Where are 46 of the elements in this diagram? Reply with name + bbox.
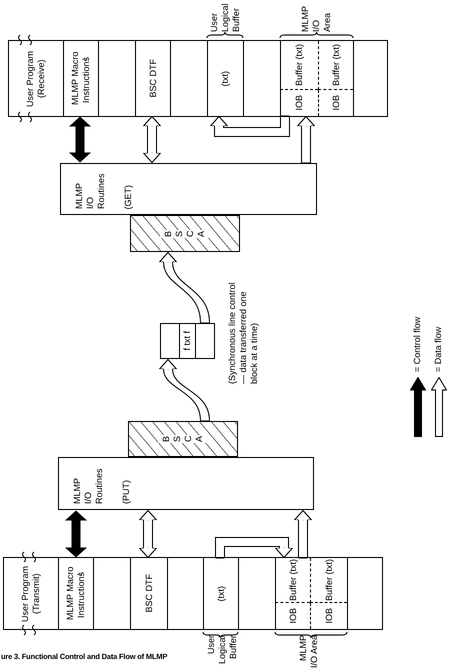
annotation-text: User Logical Buffer (209, 2, 242, 32)
data-flow-arrow (210, 116, 290, 137)
data-flow-arrow (297, 116, 315, 164)
cell-label: Buffer (txt) (294, 44, 305, 86)
annotation-text: MLMP I/O Area (298, 635, 320, 670)
cell-label: Buffer (txt) (330, 44, 342, 86)
cell-label: IOB (324, 608, 334, 624)
cell-label: Buffer (txt) (288, 559, 298, 601)
control-flow-arrow (69, 116, 91, 162)
cell-label: IOB (288, 608, 298, 624)
annotation-text: User Logical Buffer (206, 635, 239, 666)
control-flow-arrow (65, 510, 87, 558)
memory-cell (318, 41, 353, 90)
routine-label: (PUT) (121, 480, 132, 504)
routine-label: (GET) (123, 184, 134, 209)
annotation-text: MLMP I/O Area (300, 5, 333, 32)
cell-label: Buffer (txt) (324, 559, 334, 601)
data-flow-arrow (159, 252, 210, 324)
routine-label: MLMP I/O Routines (72, 467, 105, 504)
routine-label: MLMP I/O Routines (74, 172, 107, 209)
memory-cell (310, 558, 347, 603)
legend-label: = Data flow (433, 326, 444, 372)
cell-label: (txt) (220, 70, 231, 86)
cell-label: IOB (330, 95, 342, 111)
cell-label: IOB (294, 95, 305, 111)
memory-cell (275, 558, 310, 603)
annotation-text: (Synchronous line control — data transferred one block at a time) (227, 281, 260, 384)
data-block (160, 323, 215, 359)
block-label: f txt f (182, 331, 193, 351)
memory-strip (3, 557, 383, 630)
memory-cell (280, 41, 318, 90)
routine-box (58, 457, 314, 510)
data-flow-arrow (159, 359, 210, 422)
data-flow-arrow (215, 537, 293, 558)
data-flow-arrow (143, 116, 161, 163)
data-flow-arrow (294, 510, 312, 558)
adapter-label: B S C A (158, 435, 208, 443)
cell-label: User Program (Transmit) (20, 564, 42, 624)
memory-strip (8, 40, 388, 117)
cell-label: BSC DTF (148, 59, 158, 98)
legend-label: = Control flow (412, 316, 423, 372)
data-flow-arrow (139, 510, 157, 558)
routine-box (60, 163, 317, 215)
cell-label: BSC DTF (144, 574, 154, 613)
cell-label: User Program (Receive) (25, 50, 47, 109)
cell-label: (txt) (216, 586, 226, 602)
